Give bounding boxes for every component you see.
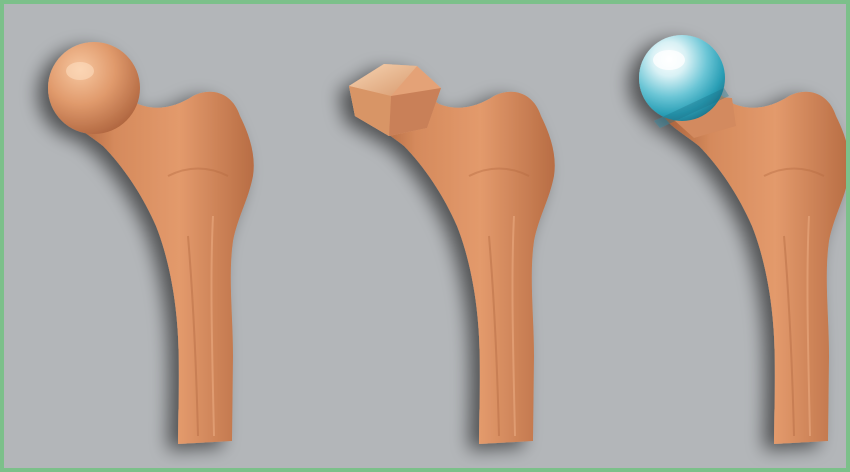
femur-resected-head [349, 64, 555, 444]
femur-illustration [4, 4, 846, 468]
femur-natural-head [48, 42, 254, 444]
resected-neck-cut-surface [349, 64, 441, 136]
femur-prosthetic-head [639, 35, 846, 444]
natural-femoral-head [48, 42, 140, 134]
